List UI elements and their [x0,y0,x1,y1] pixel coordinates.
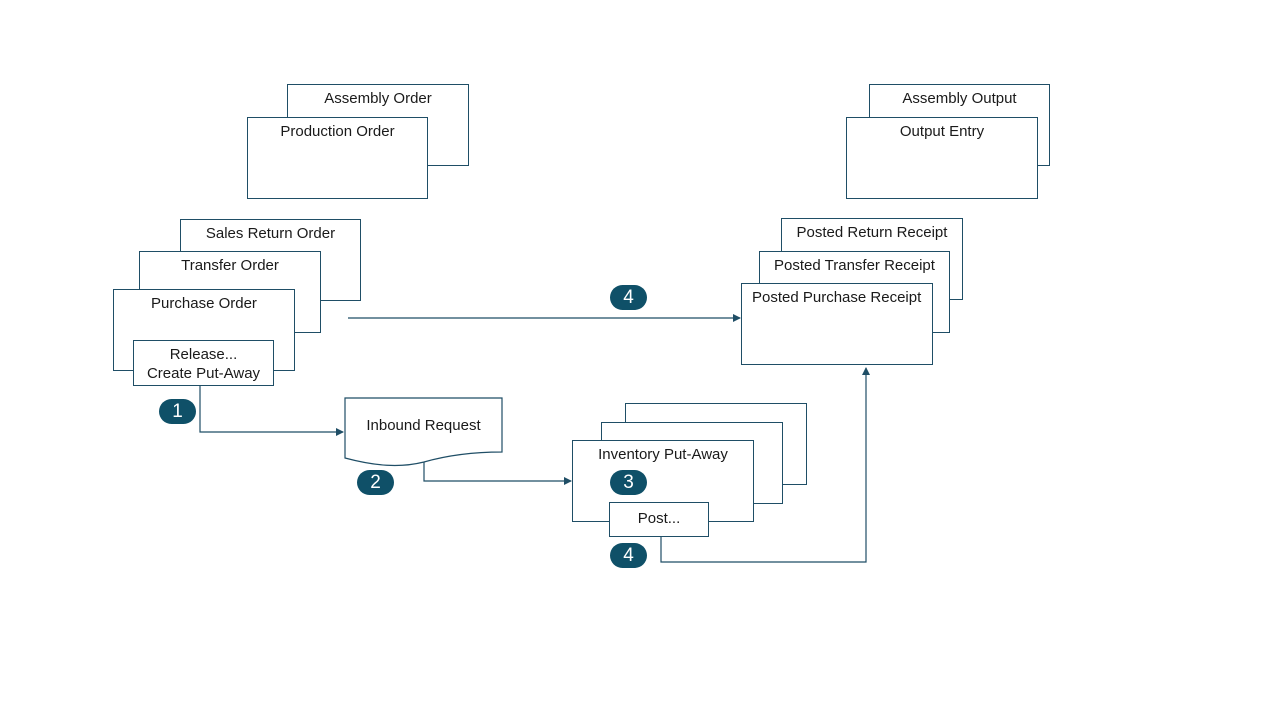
posted-return-receipt-label: Posted Return Receipt [796,224,948,241]
step-badge-3: 3 [610,470,647,495]
posted-purchase-receipt-label: Posted Purchase Receipt [752,289,922,306]
production-order-card: Production Order [247,117,428,199]
purchase-order-label: Purchase Order [151,295,257,312]
transfer-order-label: Transfer Order [181,257,279,274]
release-create-put-away-button[interactable]: Release... Create Put-Away [133,340,274,386]
release-label: Release... [169,346,238,363]
post-button[interactable]: Post... [609,502,709,537]
arrow-to-inbound-request [199,386,344,436]
inventory-put-away-label: Inventory Put-Away [598,446,728,463]
inbound-request-shape [344,397,503,467]
create-put-away-label: Create Put-Away [146,365,261,382]
production-order-label: Production Order [280,123,395,140]
step-badge-4-top: 4 [610,285,647,310]
step-badge-2: 2 [357,470,394,495]
step-badge-1: 1 [159,399,196,424]
posted-transfer-receipt-label: Posted Transfer Receipt [774,257,935,274]
assembly-order-label: Assembly Order [324,90,432,107]
output-entry-label: Output Entry [899,123,985,140]
posted-purchase-receipt-card: Posted Purchase Receipt [741,283,933,365]
output-entry-card: Output Entry [846,117,1038,199]
arrow-to-inventory-put-away [423,462,572,485]
assembly-output-label: Assembly Output [902,90,1017,107]
post-label: Post... [637,510,681,527]
arrow-post-to-receipt [660,367,870,563]
step-badge-4-bottom: 4 [610,543,647,568]
sales-return-order-label: Sales Return Order [205,225,336,242]
inbound-request-label: Inbound Request [366,417,481,434]
